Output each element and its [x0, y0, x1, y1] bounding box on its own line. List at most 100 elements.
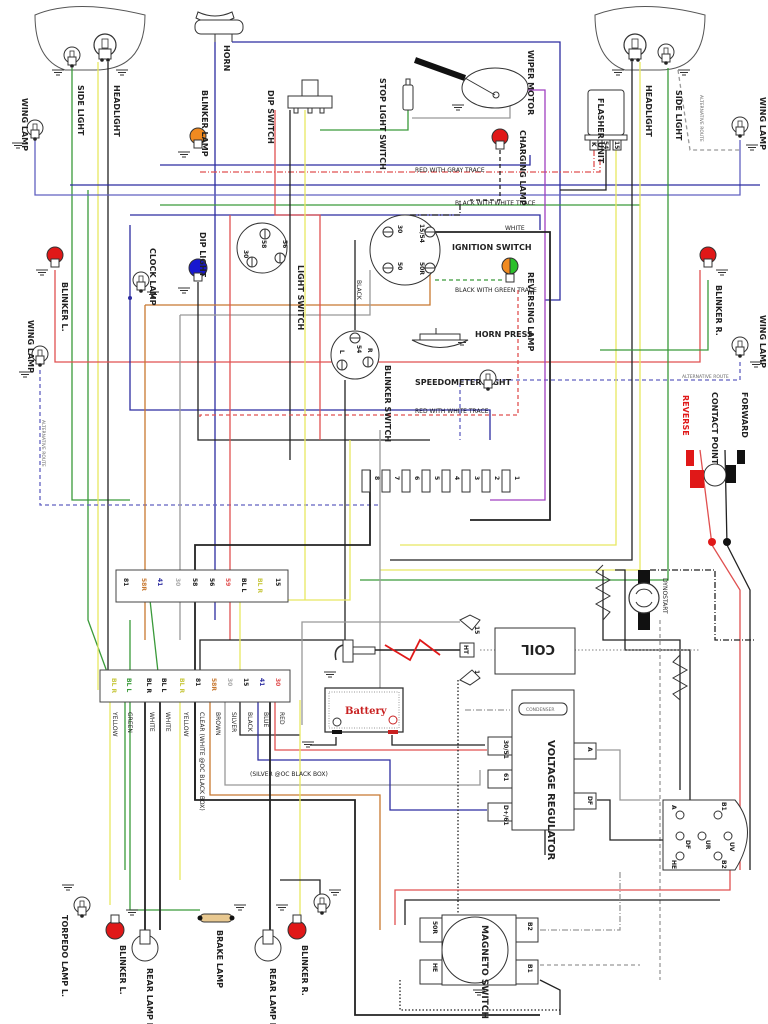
headlight-left-label: HEADLIGHT [112, 85, 121, 137]
flasher-unit: K 54 15 [584, 89, 628, 151]
dip-light-label: DIP LIGHT [198, 232, 207, 278]
light-switch-terminal-58: 58 [260, 240, 267, 248]
regulator-terminal-a: A [586, 747, 593, 752]
wing-lamp-right-mid-label: WING LAMP [758, 315, 767, 368]
red-gray-trace-label: RED WITH GRAY TRACE [415, 167, 485, 174]
dip-switch [287, 79, 333, 114]
wing-lamp-left-label: WING LAMP [20, 98, 29, 151]
clock-lamp-bulb-icon [132, 271, 150, 294]
reversing-lamp-label: REVERSING LAMP [526, 272, 535, 351]
cutout-relay: A B1 DF UR UV HE B2 [662, 799, 748, 871]
wing-lamp-left-mid-label: WING LAMP [26, 320, 35, 373]
blinker-l-label: BLINKER L. [60, 282, 69, 332]
dynostart: DYNOSTART [594, 564, 689, 701]
relay-terminal-ur: UR [704, 840, 711, 850]
dip-switch-label: DIP SWITCH [266, 90, 275, 144]
voltage-label: VOLTAGE REGULATOR [545, 740, 556, 861]
fuse-5: 5 [433, 476, 440, 480]
horn [194, 11, 244, 42]
lower-terminal-41: 41 [258, 678, 265, 686]
wire-color-blue: BLUE [262, 712, 269, 728]
relay-terminal-a: A [670, 805, 677, 810]
relay-terminal-b1: B1 [720, 802, 727, 811]
rear-right-small-bulb-icon [313, 893, 331, 916]
brake-lamp [197, 904, 247, 923]
upper-terminal-81: 81 [122, 578, 129, 586]
lower-terminal-58r: 58R [210, 678, 217, 691]
lower-terminal-bl-r-1: BL R [110, 678, 117, 693]
charging-lamp-label: CHARGING LAMP [518, 130, 527, 206]
blinker-switch: 54 L R [330, 330, 380, 380]
rear-blinker-left-red-bulb-icon [105, 920, 125, 940]
wiper-motor-label: WIPER MOTOR [526, 50, 535, 115]
black-green-trace-label: BLACK WITH GREEN TRACE [455, 287, 537, 294]
wire-color-red: RED [278, 712, 285, 725]
lower-terminal-bl-l-1: BL L [125, 678, 132, 692]
flasher-terminal-54: 54 [602, 141, 609, 149]
ignition-terminal-50: 50 [396, 262, 403, 270]
right-headlamp [594, 6, 706, 76]
regulator-terminal-61: 61 [502, 773, 509, 781]
fuse-7: 7 [393, 476, 400, 480]
brake-lamp-label: BRAKE LAMP [215, 930, 224, 988]
side-light-right-label: SIDE LIGHT [674, 90, 683, 141]
magneto-label: MAGNETO SWITCH [479, 925, 489, 1019]
wire-color-white-2: WHITE [164, 712, 171, 732]
ground-icon [275, 904, 289, 911]
wire-color-yellow: YELLOW [111, 711, 118, 737]
wire-color-labels: YELLOW GREEN WHITE WHITE YELLOW CLEAR (W… [111, 711, 328, 811]
wing-lamp-right-label: WING LAMP [758, 97, 767, 150]
flasher-unit-label: FLASHER UNIT [596, 98, 605, 164]
fuse-1: 1 [513, 476, 520, 480]
magneto-switch: MAGNETO SWITCH 50R HE B2 B1 [419, 914, 539, 1019]
coil-terminal-ht: HT [462, 645, 469, 655]
black-white-trace-label: BLACK WITH WHITE TRACE [455, 200, 536, 207]
upper-terminal-59: 59 [224, 578, 231, 586]
condenser-label: CONDENSER [526, 707, 555, 713]
wiper-motor [413, 57, 529, 111]
ground-icon [677, 69, 691, 76]
fuse-4: 4 [453, 476, 460, 480]
spark-plug [323, 638, 460, 678]
black-label: BLACK [355, 280, 362, 301]
coil-label: COIL [521, 641, 555, 656]
fuse-6: 6 [413, 476, 420, 480]
lower-terminal-bl-r-2: BL R [178, 678, 185, 693]
alternative-route-left-label: ALTERNATIVE ROUTE [40, 420, 46, 467]
contact-points-label: CONTACT POINTS [710, 392, 719, 470]
forward-label: FORWARD [740, 392, 749, 438]
rear-blinker-right-red-bulb-icon [287, 920, 307, 940]
upper-terminal-58: 58 [191, 578, 198, 586]
white-label: WHITE [505, 225, 525, 232]
upper-terminal-56: 56 [208, 578, 215, 586]
dynostart-label: DYNOSTART [661, 578, 668, 614]
ignition-switch: 15/54 30 50R 50 [369, 214, 441, 286]
magneto-terminal-he: HE [431, 963, 438, 972]
alternative-route-right-label: ALTERNATIVE ROUTE [682, 374, 729, 380]
ignition-terminal-15-54: 15/54 [418, 224, 425, 243]
wire-color-white: WHITE [148, 712, 155, 732]
ground-icon [125, 909, 139, 916]
reverse-label: REVERSE [681, 395, 690, 436]
blinker-switch-terminal-r: R [366, 348, 373, 353]
ground-icon [611, 69, 625, 76]
relay-terminal-df: DF [684, 840, 691, 849]
flasher-terminal-k: K [590, 142, 597, 147]
magneto-terminal-50r: 50R [431, 921, 438, 934]
contact-points [686, 450, 745, 546]
ground-icon [328, 889, 342, 896]
blinker-switch-label: BLINKER SWITCH [383, 365, 392, 442]
left-headlamp [34, 6, 146, 76]
speedometer-light-label: SPEEDOMETER LIGHT [415, 378, 512, 387]
light-switch-terminal-56: 56 [281, 240, 288, 248]
headlight-right-label: HEADLIGHT [644, 85, 653, 137]
coil-terminal-15: 15 [473, 626, 480, 634]
lower-terminal-81: 81 [194, 678, 201, 686]
coil: COIL HT 15 1 [459, 614, 576, 686]
alternative-route-top-label: ALTERNATIVE ROUTE [698, 95, 704, 142]
reversing-lamp [501, 257, 519, 283]
torpedo-lamp-label: TORPEDO LAMP L. [60, 915, 69, 997]
torpedo-lamp-bulb-icon [73, 896, 91, 919]
ground-icon [745, 144, 759, 151]
battery: Battery [301, 687, 404, 748]
